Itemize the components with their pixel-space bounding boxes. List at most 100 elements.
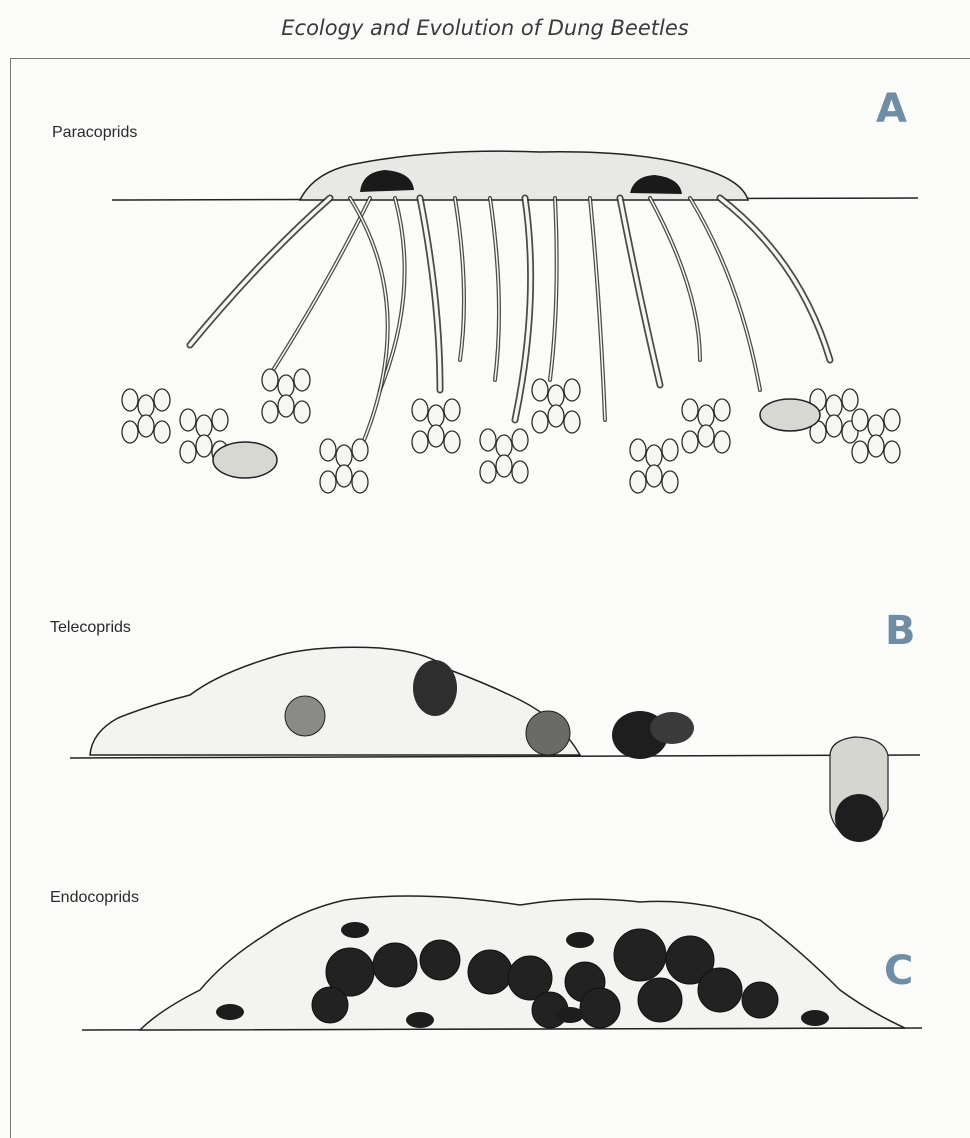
tunnel-core [350, 198, 388, 450]
panel-c-drawing [82, 778, 922, 1030]
brood-cell [842, 389, 858, 411]
brood-cell [682, 399, 698, 421]
panel-a-drawing [112, 151, 918, 493]
panel-c-letter: C [884, 948, 913, 994]
brood-cell [852, 441, 868, 463]
brood-cell [532, 411, 548, 433]
brood-cell [512, 429, 528, 451]
brood-ball [698, 968, 742, 1012]
brood-cell [512, 461, 528, 483]
tunnel [420, 198, 440, 390]
brood-ball [614, 929, 666, 981]
brood-ball [373, 943, 417, 987]
tunnel-core [650, 198, 700, 360]
panel-a-brood-mass-left [213, 442, 277, 478]
brood-cell [698, 405, 714, 427]
brood-ball [468, 950, 512, 994]
brood-cell [496, 455, 512, 477]
brood-cell [196, 435, 212, 457]
brood-cell [564, 411, 580, 433]
brood-cell [154, 389, 170, 411]
brood-cell [714, 431, 730, 453]
brood-cell [212, 409, 228, 431]
brood-cell [262, 369, 278, 391]
brood-cell [532, 379, 548, 401]
panel-b-letter: B [885, 608, 916, 654]
panel-b-dung-pat [90, 647, 580, 755]
brood-ball [638, 978, 682, 1022]
brood-cell [630, 439, 646, 461]
dung-pellet [556, 1007, 584, 1023]
dung-pellet [801, 1010, 829, 1026]
tunnel [720, 198, 830, 360]
brood-cell [548, 405, 564, 427]
brood-cell [320, 439, 336, 461]
brood-cell [428, 405, 444, 427]
brood-cell [138, 395, 154, 417]
brood-cell [630, 471, 646, 493]
tunnel [190, 198, 330, 345]
panel-b-beetle-on-pat [413, 660, 457, 716]
brood-cell [320, 471, 336, 493]
brood-cell [336, 465, 352, 487]
brood-cell [884, 441, 900, 463]
panel-b-drawing [70, 647, 920, 842]
brood-cell [444, 431, 460, 453]
brood-cell [480, 461, 496, 483]
brood-cell [138, 415, 154, 437]
brood-cell [646, 465, 662, 487]
dung-pellet [216, 1004, 244, 1020]
brood-cell [698, 425, 714, 447]
panel-a-brood-mass-right [760, 399, 820, 431]
brood-cell [122, 421, 138, 443]
brood-cell [294, 401, 310, 423]
brood-cell [336, 445, 352, 467]
brood-cell [154, 421, 170, 443]
brood-ball [312, 987, 348, 1023]
panel-a-label: Paracoprids [52, 124, 137, 142]
brood-cell [868, 435, 884, 457]
brood-cell [826, 395, 842, 417]
brood-cell [852, 409, 868, 431]
panel-c-label: Endocoprids [50, 889, 139, 907]
brood-cell [662, 439, 678, 461]
brood-cell [278, 395, 294, 417]
brood-cell [662, 471, 678, 493]
tunnel-core [720, 198, 830, 360]
brood-cell [444, 399, 460, 421]
dung-pellet [406, 1012, 434, 1028]
panel-b-rolling-beetle [650, 712, 694, 744]
brood-cell [480, 429, 496, 451]
tunnel [650, 198, 700, 360]
panel-b-dung-ball-1 [285, 696, 325, 736]
brood-cell [412, 431, 428, 453]
brood-ball [580, 988, 620, 1028]
dung-pellet [566, 932, 594, 948]
brood-cell [868, 415, 884, 437]
brood-ball [742, 982, 778, 1018]
brood-cell [646, 445, 662, 467]
brood-cell [714, 399, 730, 421]
brood-ball [420, 940, 460, 980]
brood-cell [564, 379, 580, 401]
brood-cell [548, 385, 564, 407]
panel-a-letter: A [876, 86, 907, 132]
brood-cell [180, 409, 196, 431]
brood-cell [262, 401, 278, 423]
tunnel-core [620, 198, 660, 385]
brood-cell [196, 415, 212, 437]
panel-b-dung-ball-2 [526, 711, 570, 755]
brood-cell [826, 415, 842, 437]
brood-cell [294, 369, 310, 391]
brood-cell [428, 425, 444, 447]
brood-cell [496, 435, 512, 457]
brood-cell [352, 471, 368, 493]
brood-cell [412, 399, 428, 421]
panel-b-buried-ball [835, 794, 883, 842]
panel-b-label: Telecoprids [50, 619, 131, 637]
tunnel-core [515, 198, 531, 420]
dung-pellet [341, 922, 369, 938]
brood-cell [884, 409, 900, 431]
brood-cell [180, 441, 196, 463]
brood-cell [122, 389, 138, 411]
